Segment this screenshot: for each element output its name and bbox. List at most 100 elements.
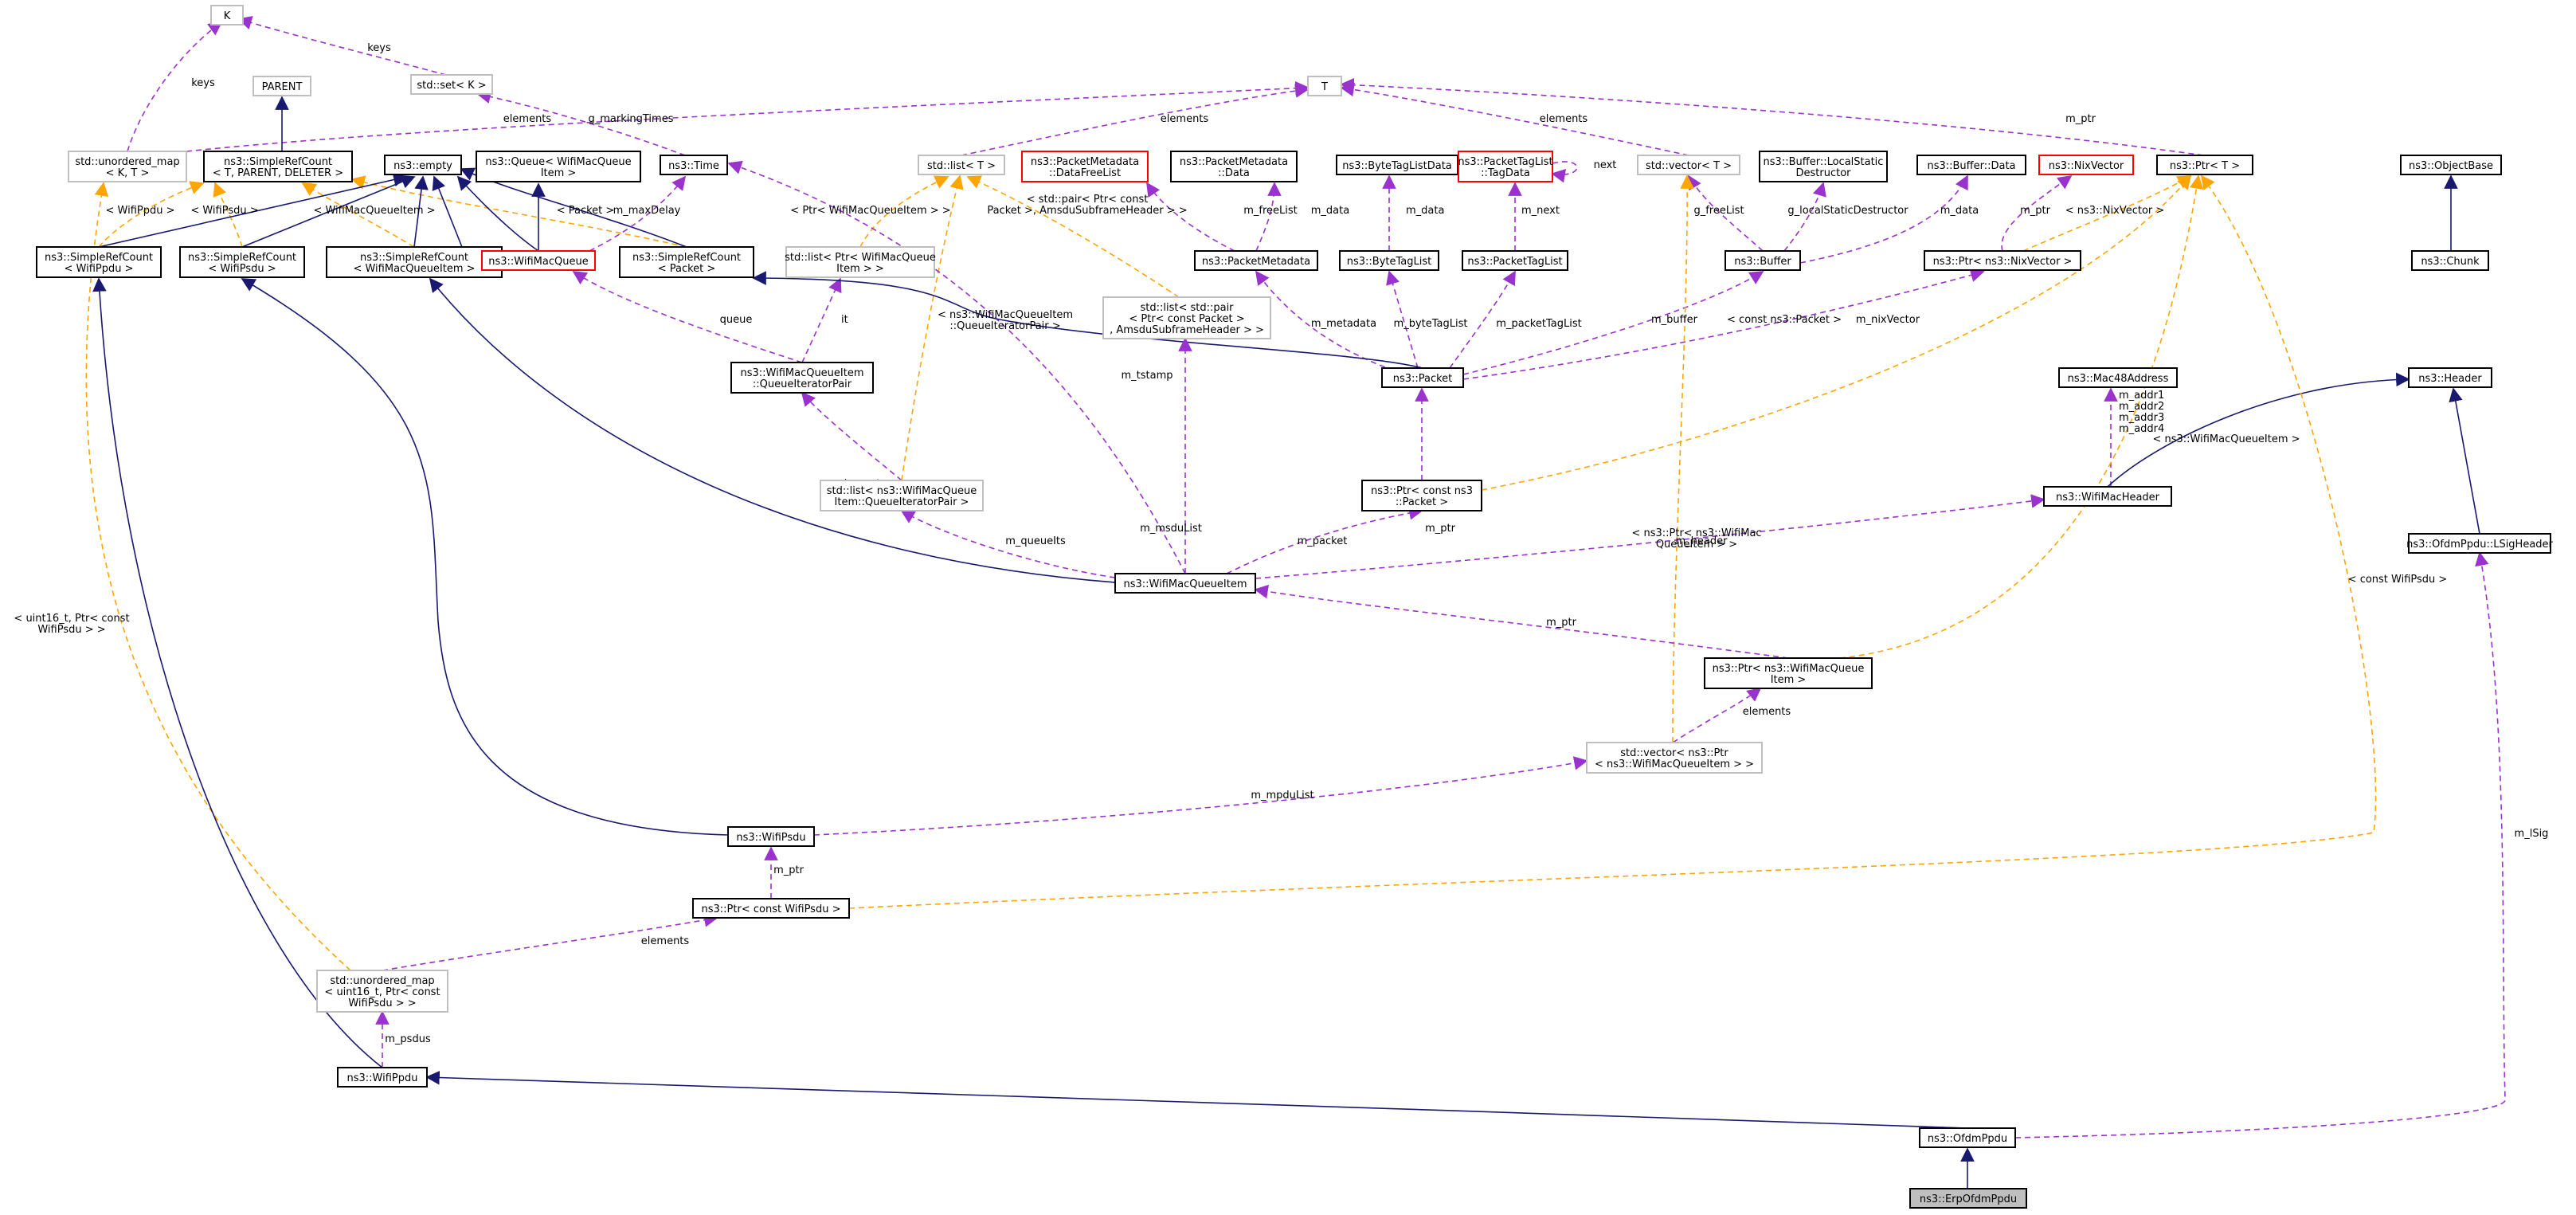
svg-text:ns3::SimpleRefCount< WifiPsdu: ns3::SimpleRefCount< WifiPsdu >: [188, 252, 296, 275]
class-node-ofdmppdu[interactable]: ns3::OfdmPpdu: [1919, 1127, 2016, 1148]
edge-label-m-packet: m_packet: [1298, 535, 1348, 547]
class-node-parent[interactable]: PARENT: [253, 76, 311, 96]
svg-text:ns3::Packet: ns3::Packet: [1393, 373, 1453, 385]
edge-label-m-data-pmd: m_data: [1311, 205, 1349, 217]
class-node-ptr-nixvector[interactable]: ns3::Ptr< ns3::NixVector >: [1924, 250, 2081, 271]
inherit-edge: [2107, 372, 2410, 488]
class-node-src-packet[interactable]: ns3::SimpleRefCount< Packet >: [619, 246, 754, 278]
svg-text:ns3::Header: ns3::Header: [2418, 373, 2482, 385]
usage-edge: [589, 175, 687, 252]
edge-label-m-byteTagList: m_byteTagList: [1394, 318, 1468, 330]
usage-edge: [1255, 270, 1395, 371]
edge-label-m-data-buf: m_data: [1940, 205, 1979, 217]
edge-label-m-ptr-top: m_ptr: [2065, 113, 2096, 125]
svg-text:ns3::PacketMetadata::Data: ns3::PacketMetadata::Data: [1180, 156, 1288, 179]
class-node-packettaglist[interactable]: ns3::PacketTagList: [1462, 250, 1568, 271]
edge-label-queue: queue: [720, 314, 753, 326]
svg-text:ns3::Mac48Address: ns3::Mac48Address: [2068, 373, 2169, 385]
class-node-list-t[interactable]: std::list< T >: [918, 155, 1005, 175]
inherit-edge: [413, 175, 429, 248]
template-edge: [859, 175, 949, 248]
inherit-edge: [241, 278, 729, 836]
class-node-wifipsdu[interactable]: ns3::WifiPsdu: [727, 826, 815, 847]
svg-text:ns3::PacketTagList::TagData: ns3::PacketTagList::TagData: [1458, 156, 1552, 179]
usage-edge: [801, 277, 842, 363]
class-node-pmd-datafreelist[interactable]: ns3::PacketMetadata::DataFreeList: [1021, 151, 1149, 182]
class-node-umap-u16[interactable]: std::unordered_map< uint16_t, Ptr< const…: [316, 970, 448, 1013]
edge-label-it: it: [841, 314, 848, 326]
usage-edge: [1688, 174, 1764, 252]
class-node-wifimacqueueitem[interactable]: ns3::WifiMacQueueItem: [1114, 573, 1256, 594]
class-node-nixvector[interactable]: ns3::NixVector: [2038, 155, 2134, 175]
class-node-ptr-constpacket[interactable]: ns3::Ptr< const ns3::Packet >: [1361, 480, 1482, 511]
edge-label-m-ptr-wmqi: m_ptr: [1546, 617, 1577, 629]
usage-edge: [727, 160, 1186, 574]
class-node-buffer[interactable]: ns3::Buffer: [1725, 250, 1801, 271]
inherit-edge: [432, 175, 463, 248]
class-node-src-tpd[interactable]: ns3::SimpleRefCount< T, PARENT, DELETER …: [203, 151, 353, 182]
edge-label-m-tstamp: m_tstamp: [1121, 370, 1173, 382]
class-node-btld[interactable]: ns3::ByteTagListData: [1336, 155, 1458, 175]
inherit-edge: [241, 174, 416, 248]
class-node-empty[interactable]: ns3::empty: [384, 155, 462, 175]
template-edge: [848, 174, 2377, 909]
class-node-wifippdu[interactable]: ns3::WifiPpdu: [337, 1067, 428, 1088]
edge-label-m-msduList: m_msduList: [1140, 523, 1202, 535]
usage-edge: [1799, 174, 1968, 264]
class-node-bytetaglist[interactable]: ns3::ByteTagList: [1339, 250, 1439, 271]
class-node-unordered-map-kt[interactable]: std::unordered_map< K, T >: [68, 151, 187, 182]
class-node-packetmetadata[interactable]: ns3::PacketMetadata: [1194, 250, 1318, 271]
edge-label-m-mpduList: m_mpduList: [1251, 790, 1313, 802]
class-node-ptr-t[interactable]: ns3::Ptr< T >: [2156, 155, 2253, 175]
class-node-wmqi-qip[interactable]: ns3::WifiMacQueueItem::QueueIteratorPair: [730, 362, 874, 394]
class-node-buf-data[interactable]: ns3::Buffer::Data: [1916, 155, 2026, 175]
class-node-header[interactable]: ns3::Header: [2408, 367, 2492, 388]
edge-label-t-NixVector: < ns3::NixVector >: [2065, 205, 2165, 217]
class-node-ptl-tagdata[interactable]: ns3::PacketTagList::TagData: [1458, 151, 1553, 182]
class-node-erpofdmppdu[interactable]: ns3::ErpOfdmPpdu: [1909, 1188, 2027, 1209]
edge-label-t-PtrWMQI: < Ptr< WifiMacQueueItem > >: [790, 205, 950, 217]
class-node-src-wifippdu[interactable]: ns3::SimpleRefCount< WifiPpdu >: [36, 246, 162, 278]
class-node-chunk[interactable]: ns3::Chunk: [2411, 250, 2489, 271]
class-node-objectbase[interactable]: ns3::ObjectBase: [2400, 155, 2502, 175]
usage-edge: [1340, 77, 2204, 156]
usage-edge: [1449, 270, 1516, 369]
class-node-wifimacheader[interactable]: ns3::WifiMacHeader: [2043, 486, 2172, 507]
class-node-packet[interactable]: ns3::Packet: [1381, 367, 1464, 388]
class-node-vector-ptr-wmqi[interactable]: std::vector< ns3::Ptr< ns3::WifiMacQueue…: [1586, 742, 1763, 774]
class-node-mac48address[interactable]: ns3::Mac48Address: [2058, 367, 2178, 388]
class-node-src-wifipsdu[interactable]: ns3::SimpleRefCount< WifiPsdu >: [179, 246, 305, 278]
class-node-src-wmqi[interactable]: ns3::SimpleRefCount< WifiMacQueueItem >: [326, 246, 503, 278]
edge-label-m-metadata: m_metadata: [1311, 318, 1376, 330]
inherit-edge: [429, 277, 1116, 583]
class-node-list-pair[interactable]: std::list< std::pair< Ptr< const Packet …: [1102, 296, 1271, 339]
class-node-time[interactable]: ns3::Time: [660, 155, 728, 175]
class-node-ofdmppdu-lsig[interactable]: ns3::OfdmPpdu::LSigHeader: [2406, 533, 2554, 554]
edge-label-m-ptr-psdu: m_ptr: [773, 864, 805, 876]
class-node-ptr-constwifipsdu[interactable]: ns3::Ptr< const WifiPsdu >: [692, 898, 850, 919]
class-node-wifimacqueue[interactable]: ns3::WifiMacQueue: [481, 250, 596, 271]
class-node-vector-t[interactable]: std::vector< T >: [1637, 155, 1740, 175]
class-node-k[interactable]: K: [210, 5, 244, 25]
edge-label-elements-psdu: elements: [641, 935, 690, 947]
class-node-t[interactable]: T: [1307, 76, 1342, 96]
svg-text:ns3::OfdmPpdu: ns3::OfdmPpdu: [1928, 1133, 2007, 1145]
class-node-pmd-data[interactable]: ns3::PacketMetadata::Data: [1170, 151, 1298, 182]
svg-text:K: K: [224, 10, 231, 22]
svg-text:ns3::Ptr< const WifiPsdu >: ns3::Ptr< const WifiPsdu >: [702, 903, 841, 915]
svg-text:T: T: [1321, 81, 1328, 93]
svg-text:ns3::Ptr< ns3::WifiMacQueueIte: ns3::Ptr< ns3::WifiMacQueueItem >: [1713, 663, 1865, 686]
class-node-set-k[interactable]: std::set< K >: [410, 74, 493, 95]
svg-text:ns3::empty: ns3::empty: [393, 160, 452, 172]
template-edge: [213, 182, 243, 248]
edge-label-m-data-btl: m_data: [1406, 205, 1444, 217]
edge-label-elements-vec: elements: [1743, 706, 1791, 718]
usage-edge: [237, 16, 447, 76]
